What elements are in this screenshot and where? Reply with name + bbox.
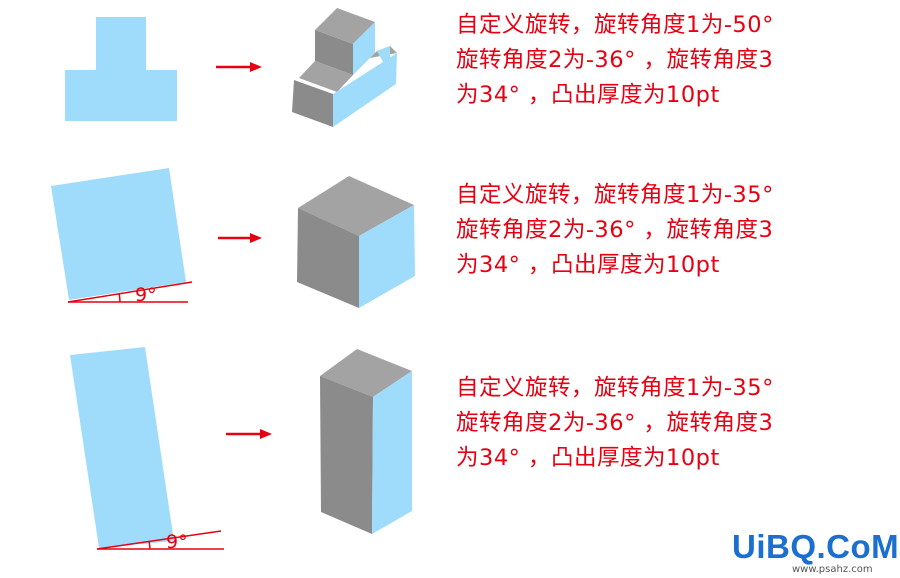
description-2-line-2: 旋转角度2为-36° ，旋转角度3 — [456, 217, 774, 243]
square-flat — [51, 168, 186, 300]
cube-3d — [297, 176, 415, 308]
watermark: UiBQ.CoM www.psahz.com — [732, 528, 900, 578]
description-1-line-3: 为34° ，凸出厚度为10pt — [456, 82, 720, 108]
description-3-line-3: 为34° ，凸出厚度为10pt — [456, 445, 720, 471]
description-2: 自定义旋转，旋转角度1为-35° 旋转角度2为-36° ，旋转角度3 为34° … — [456, 178, 886, 283]
angle-label-2: 9° — [135, 284, 157, 306]
description-2-line-3: 为34° ，凸出厚度为10pt — [456, 252, 720, 278]
description-1-line-1: 自定义旋转，旋转角度1为-50° — [456, 12, 774, 38]
description-3: 自定义旋转，旋转角度1为-35° 旋转角度2为-36° ，旋转角度3 为34° … — [456, 371, 886, 476]
arrow-3 — [226, 429, 272, 439]
angle-marker-2 — [67, 281, 193, 303]
prism-3d — [320, 349, 412, 534]
arrow-1 — [216, 62, 262, 72]
description-3-line-1: 自定义旋转，旋转角度1为-35° — [456, 375, 774, 401]
description-1: 自定义旋转，旋转角度1为-50° 旋转角度2为-36° ，旋转角度3 为34° … — [456, 8, 886, 113]
watermark-url: www.psahz.com — [792, 564, 873, 575]
rectangle-flat — [70, 347, 174, 548]
description-1-line-2: 旋转角度2为-36° ，旋转角度3 — [456, 47, 774, 73]
description-3-line-2: 旋转角度2为-36° ，旋转角度3 — [456, 410, 774, 436]
angle-label-3: 9° — [166, 531, 188, 553]
t-shape-3d — [292, 8, 397, 127]
watermark-text: UiBQ.CoM — [732, 528, 900, 565]
angle-marker-3 — [96, 530, 224, 550]
description-2-line-1: 自定义旋转，旋转角度1为-35° — [456, 182, 774, 208]
arrow-2 — [218, 233, 262, 243]
t-shape-flat — [65, 17, 177, 121]
